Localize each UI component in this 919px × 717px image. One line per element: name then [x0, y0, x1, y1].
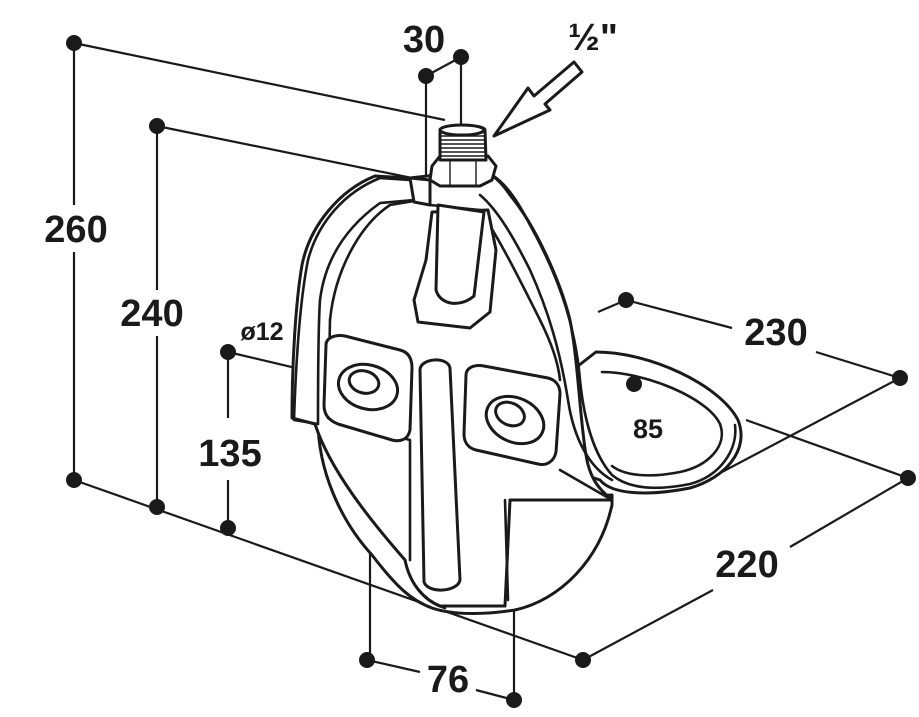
- hole-diameter-label: ø12: [240, 318, 283, 346]
- dot-220-left: [575, 652, 591, 668]
- bowl-spout-edge: [558, 468, 614, 502]
- centre-rib: [418, 358, 462, 592]
- dimension-dots: [66, 35, 916, 708]
- dim-30-label: 30: [403, 19, 445, 61]
- dim-260-label: 260: [44, 209, 107, 251]
- dot-30-left: [418, 68, 434, 84]
- bowl-lower-contour-left: [403, 558, 447, 610]
- thread-size-label: ½": [568, 17, 618, 59]
- mounting-hole-right: [494, 400, 526, 428]
- dim-230-extension-right: [721, 377, 901, 473]
- dot-230-left: [618, 292, 634, 308]
- bowl-trough-inner: [600, 370, 723, 477]
- valve-stem: [434, 203, 486, 305]
- dim-240-label: 240: [120, 293, 183, 335]
- dim-135-label: 135: [198, 433, 261, 475]
- housing-inner-panel: [328, 198, 562, 382]
- dim-220-line-upper: [789, 477, 909, 548]
- dot-76-right: [506, 692, 522, 708]
- housing-right-arm: [480, 168, 737, 490]
- top-bracket-pad: [408, 176, 432, 207]
- thread-lines: [440, 135, 486, 157]
- dot-30-right: [453, 49, 469, 65]
- dot-85: [626, 376, 642, 392]
- threaded-fitting-top: [438, 123, 486, 137]
- housing-right-arm-inner: [478, 193, 614, 482]
- dot-260-top: [66, 35, 82, 51]
- dim-230-label: 230: [744, 312, 807, 354]
- dim-85-label: 85: [633, 414, 663, 444]
- bowl-trough-rim: [558, 350, 743, 495]
- thread-arrow: [492, 60, 584, 138]
- drinking-bowl-body: [290, 123, 743, 615]
- dim-220-extension: [745, 418, 909, 480]
- dim-76-label: 76: [427, 659, 469, 701]
- dot-240-top: [149, 118, 165, 134]
- dim-220-line-lower: [582, 589, 714, 661]
- dim-260-extension-top: [73, 41, 446, 122]
- dot-240-bottom: [149, 499, 165, 515]
- mounting-hole-left: [347, 369, 381, 395]
- dim-230-line-left: [625, 298, 733, 330]
- dim-230-line-right: [815, 350, 901, 380]
- dot-230-right: [892, 370, 908, 386]
- dim-76-line-left: [366, 658, 421, 674]
- dot-260-bottom: [66, 472, 82, 488]
- housing-left-arm: [292, 176, 416, 426]
- dot-135-bottom: [220, 520, 236, 536]
- dot-76-left: [359, 652, 375, 668]
- dim-220-label: 220: [715, 544, 778, 586]
- dot-220-right: [900, 470, 916, 486]
- dim-240-extension-top: [156, 124, 413, 180]
- bowl-lower-contour-right: [503, 498, 510, 602]
- dot-135-top: [220, 344, 236, 360]
